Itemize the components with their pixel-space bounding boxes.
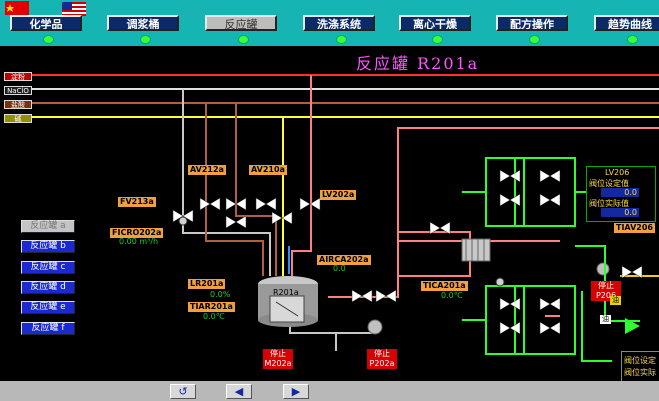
right-valve-panel: 阀位设定 阀位实际 <box>621 351 659 383</box>
tag-lr201a[interactable]: LR201a <box>188 279 226 289</box>
nav-button-recipe[interactable]: 配方操作 <box>496 15 568 31</box>
undo-button[interactable]: ↺ <box>170 384 196 399</box>
tiar201a-value: 0.0℃ <box>203 312 225 321</box>
top-nav-bar: 化学品 调浆桶 反应罐 洗涤系统 离心干燥 配方操作 趋势曲线 <box>0 0 659 46</box>
oil-label: 油 <box>610 296 621 305</box>
feed-label-starch: 淀粉 <box>4 72 32 81</box>
nav-button-slurry-tank[interactable]: 调浆桶 <box>107 15 179 31</box>
tag-fv213a[interactable]: FV213a <box>118 197 156 207</box>
tag-av210a[interactable]: AV210a <box>249 165 287 175</box>
tica201a-value: 0.0℃ <box>441 291 463 300</box>
next-page-button[interactable]: ▶ <box>283 384 309 399</box>
nav-button-trend[interactable]: 趋势曲线 <box>594 15 659 31</box>
lv206-panel: LV206 阀位设定值 0.0 阀位实际值 0.0 <box>586 166 656 222</box>
nav-button-chemicals[interactable]: 化学品 <box>10 15 82 31</box>
ficro202a-value: 0.00 m³/h <box>119 237 159 246</box>
pump-icon <box>367 319 383 335</box>
undo-icon: ↺ <box>178 385 188 398</box>
previous-page-button[interactable]: ◀ <box>226 384 252 399</box>
feed-label-naclo: NaClO <box>4 86 32 95</box>
reactor-c-button[interactable]: 反应罐 c <box>21 261 75 274</box>
nav-button-centrifuge[interactable]: 离心干燥 <box>399 15 471 31</box>
page-title: 反应罐 R201a <box>356 54 480 73</box>
nav-button-washing[interactable]: 洗涤系统 <box>303 15 375 31</box>
bottom-toolbar: ↺ ◀ ▶ <box>0 381 659 401</box>
reactor-label: R201a <box>273 288 299 297</box>
process-diagram <box>32 74 659 362</box>
tag-tiav206[interactable]: TIAV206 <box>614 223 655 233</box>
arrow-right-icon: ▶ <box>291 385 301 398</box>
airca202a-value: 0.0 <box>333 264 346 273</box>
feed-label-hcl: 盐酸 <box>4 100 32 109</box>
lr201a-value: 0.0% <box>210 290 231 299</box>
pump-icon <box>596 262 610 276</box>
status-led <box>529 35 540 44</box>
reactor-b-button[interactable]: 反应罐 b <box>21 240 75 253</box>
lv206-title: LV206 <box>605 168 630 177</box>
tag-lv202a[interactable]: LV202a <box>320 190 357 200</box>
lv206-setpoint-label: 阀位设定值 <box>589 179 629 188</box>
tag-tiar201a[interactable]: TIAR201a <box>188 302 235 312</box>
lv206-actual-field: 0.0 <box>601 208 639 217</box>
nav-button-reactor[interactable]: 反应罐 <box>205 15 277 31</box>
status-led <box>432 35 443 44</box>
status-led <box>43 35 54 44</box>
reactor-d-button[interactable]: 反应罐 d <box>21 281 75 294</box>
tag-airca202a[interactable]: AIRCA202a <box>317 255 371 265</box>
usa-flag-icon[interactable] <box>62 1 86 16</box>
reactor-e-button[interactable]: 反应罐 e <box>21 301 75 314</box>
reactor-f-button[interactable]: 反应罐 f <box>21 322 75 335</box>
status-led <box>627 35 638 44</box>
lv206-actual-label: 阀位实际值 <box>589 199 629 208</box>
tag-ficro202a[interactable]: FICRO202a <box>110 228 164 238</box>
status-led <box>336 35 347 44</box>
valve-actual-label: 阀位实际 <box>624 368 656 377</box>
china-flag-icon[interactable] <box>5 1 29 15</box>
valve-setpoint-label: 阀位设定 <box>624 356 656 365</box>
feed-label-alkali: 碱 <box>4 114 32 123</box>
tag-av212a[interactable]: AV212a <box>188 165 226 175</box>
arrow-left-icon: ◀ <box>234 385 244 398</box>
status-led <box>140 35 151 44</box>
lv206-setpoint-field[interactable]: 0.0 <box>601 188 639 197</box>
status-led <box>238 35 249 44</box>
reactor-vessel[interactable] <box>258 276 318 327</box>
tag-tica201a[interactable]: TICA201a <box>421 281 468 291</box>
reactor-a-button[interactable]: 反应罐 a <box>21 220 75 233</box>
oil-label: 油 <box>600 315 611 324</box>
heat-exchanger-icon <box>461 238 491 262</box>
